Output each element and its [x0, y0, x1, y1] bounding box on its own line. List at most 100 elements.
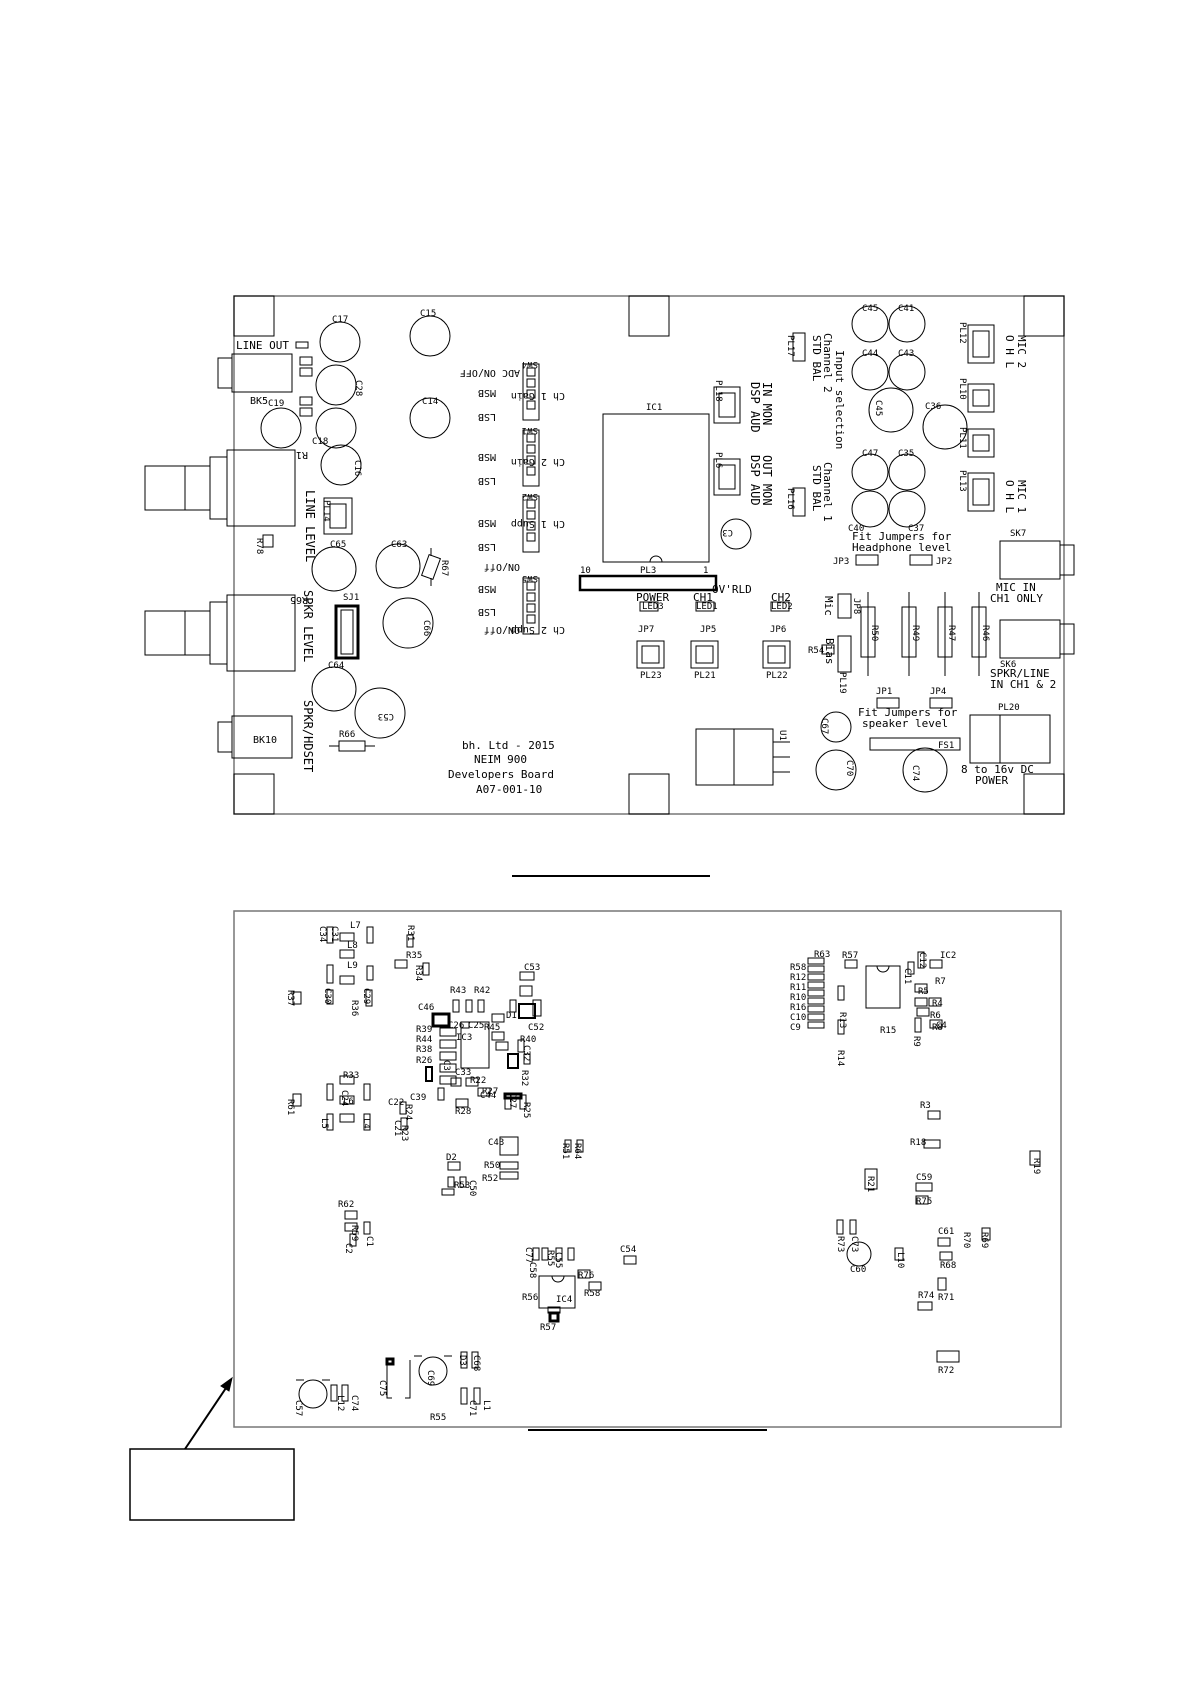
bottom-ref-label: R56 — [522, 1293, 538, 1303]
pot-r1-label: R1 — [296, 449, 308, 460]
pl18-label: PL18 — [713, 380, 723, 402]
cap-label: C36 — [925, 402, 941, 412]
bottom-ref-label: R38 — [416, 1045, 432, 1055]
bk5-label: BK5 — [250, 396, 268, 407]
jp5-label: JP5 — [700, 625, 716, 635]
cap-label: C17 — [332, 315, 348, 325]
bottom-ref-label: R55 — [545, 1250, 555, 1266]
fit-jumpers-speaker-2: speaker level — [862, 717, 948, 730]
bottom-ref-label: L7 — [350, 921, 361, 931]
bottom-ref-label: C3 — [441, 1060, 451, 1071]
pl10-label: PL10 — [957, 378, 967, 400]
power-range-label: 8 to 16v DC — [961, 763, 1034, 776]
sw4-msb: MSB — [478, 387, 496, 398]
dip-switch-sw5 — [522, 577, 540, 635]
bottom-ref-label: C77 — [523, 1247, 533, 1263]
ic4-outline — [538, 1275, 576, 1309]
led1-label: LED1 — [696, 602, 718, 612]
bottom-ref-label: L6 — [343, 1097, 354, 1107]
bottom-ref-label: C71 — [467, 1400, 477, 1416]
bottom-ref-label: C22 — [388, 1098, 404, 1108]
cap-label: C44 — [862, 349, 878, 359]
sw1-bottom: Ch 1 Gain — [511, 390, 565, 401]
pl14-label: PL14 — [321, 500, 331, 522]
sw4-ref: SW4 — [522, 359, 538, 369]
cap-label: C28 — [353, 380, 363, 396]
bottom-ref-label: R64 — [572, 1143, 582, 1159]
bottom-ref-label: C4 — [936, 1021, 947, 1031]
mount-pad — [233, 295, 275, 337]
r49-label: R49 — [910, 625, 920, 641]
credit-line-3: Developers Board — [448, 768, 554, 781]
sw3-top-label: ON/Off — [484, 561, 520, 572]
cap-label: C14 — [422, 397, 438, 407]
bottom-ref-label: R8 — [932, 1023, 943, 1033]
cap-label: C53 — [378, 711, 394, 721]
pl3-label: PL3 — [640, 566, 656, 576]
bottom-ref-label: R24 — [403, 1104, 413, 1120]
line-out-jack — [231, 353, 293, 393]
sk7-label: SK7 — [1010, 529, 1026, 539]
bias-label: Bias — [823, 638, 836, 665]
bottom-ref-label: C33 — [455, 1068, 471, 1078]
pl13-label: PL13 — [957, 470, 967, 492]
jp6-label: JP6 — [770, 625, 786, 635]
ic3-outline — [460, 1021, 490, 1069]
bottom-ref-label: R32 — [519, 1070, 529, 1086]
bottom-ref-label: C60 — [850, 1265, 866, 1275]
led2-label: LED2 — [771, 602, 793, 612]
bottom-ref-label: R6 — [930, 1011, 941, 1021]
bottom-ref-label: R52 — [482, 1174, 498, 1184]
bottom-ref-label: R25 — [521, 1102, 531, 1118]
bottom-ref-label: R55 — [430, 1413, 446, 1423]
sj1-label: SJ1 — [343, 593, 359, 603]
bottom-ref-label: C21 — [392, 1120, 402, 1136]
bottom-ref-label: L1 — [481, 1400, 491, 1411]
bottom-ref-label: R33 — [343, 1071, 359, 1081]
bottom-ref-label: D2 — [446, 1153, 457, 1163]
bottom-ref-label: C25 — [468, 1021, 484, 1031]
led-ch2-label: CH2 — [771, 591, 791, 604]
bottom-ref-label: L5 — [319, 1118, 329, 1129]
callout-box — [129, 1448, 295, 1521]
pl17-label: PL17 — [785, 335, 795, 357]
bottom-ref-label: R63 — [814, 950, 830, 960]
line-level-label: LINE LEVEL — [303, 490, 317, 562]
bottom-ref-label: R68 — [940, 1261, 956, 1271]
bottom-ref-label: R27 — [482, 1087, 498, 1097]
in-ch1-2-label: IN CH1 & 2 — [990, 678, 1056, 691]
bottom-ref-label: C54 — [620, 1245, 636, 1255]
dip-switch-sw1 — [522, 429, 540, 487]
bottom-ref-label: R9 — [911, 1036, 921, 1047]
bottom-ref-label: C10 — [790, 1013, 806, 1023]
credit-line-2: NEIM 900 — [474, 753, 527, 766]
dip-switch-sw2 — [522, 495, 540, 553]
bottom-ref-label: C74 — [349, 1395, 359, 1411]
bottom-ref-label: C43 — [488, 1138, 504, 1148]
r47-label: R47 — [946, 625, 956, 641]
bottom-ref-label: R28 — [455, 1107, 471, 1117]
bottom-ref-label: C52 — [528, 1023, 544, 1033]
bottom-ref-label: R74 — [918, 1291, 934, 1301]
cap-label: C45 — [873, 400, 883, 416]
bottom-ref-label: R51 — [560, 1143, 570, 1159]
bottom-ref-label: IC4 — [556, 1295, 572, 1305]
sw4-lsb: LSB — [478, 411, 496, 422]
bottom-ref-label: R19 — [1031, 1158, 1041, 1174]
sw1-msb: MSB — [478, 451, 496, 462]
cap-label: C74 — [910, 765, 920, 781]
pl12-label: PL12 — [957, 322, 967, 344]
pot-r1-knob — [144, 465, 186, 511]
pot-r65-label: R65 — [290, 594, 308, 605]
bottom-ref-label: R4 — [932, 999, 943, 1009]
bottom-ref-label: R26 — [416, 1056, 432, 1066]
spkr-line-label: SPKR/LINE — [990, 667, 1050, 680]
sw2-msb: MSB — [478, 517, 496, 528]
bottom-ref-label: R71 — [938, 1293, 954, 1303]
jp2-label: JP2 — [936, 557, 952, 567]
sw5-bottom: Ch 2 Supp — [511, 624, 565, 635]
cap-label: C63 — [391, 540, 407, 550]
line-out-label: LINE OUT — [236, 339, 289, 352]
power-jack — [969, 714, 1051, 764]
